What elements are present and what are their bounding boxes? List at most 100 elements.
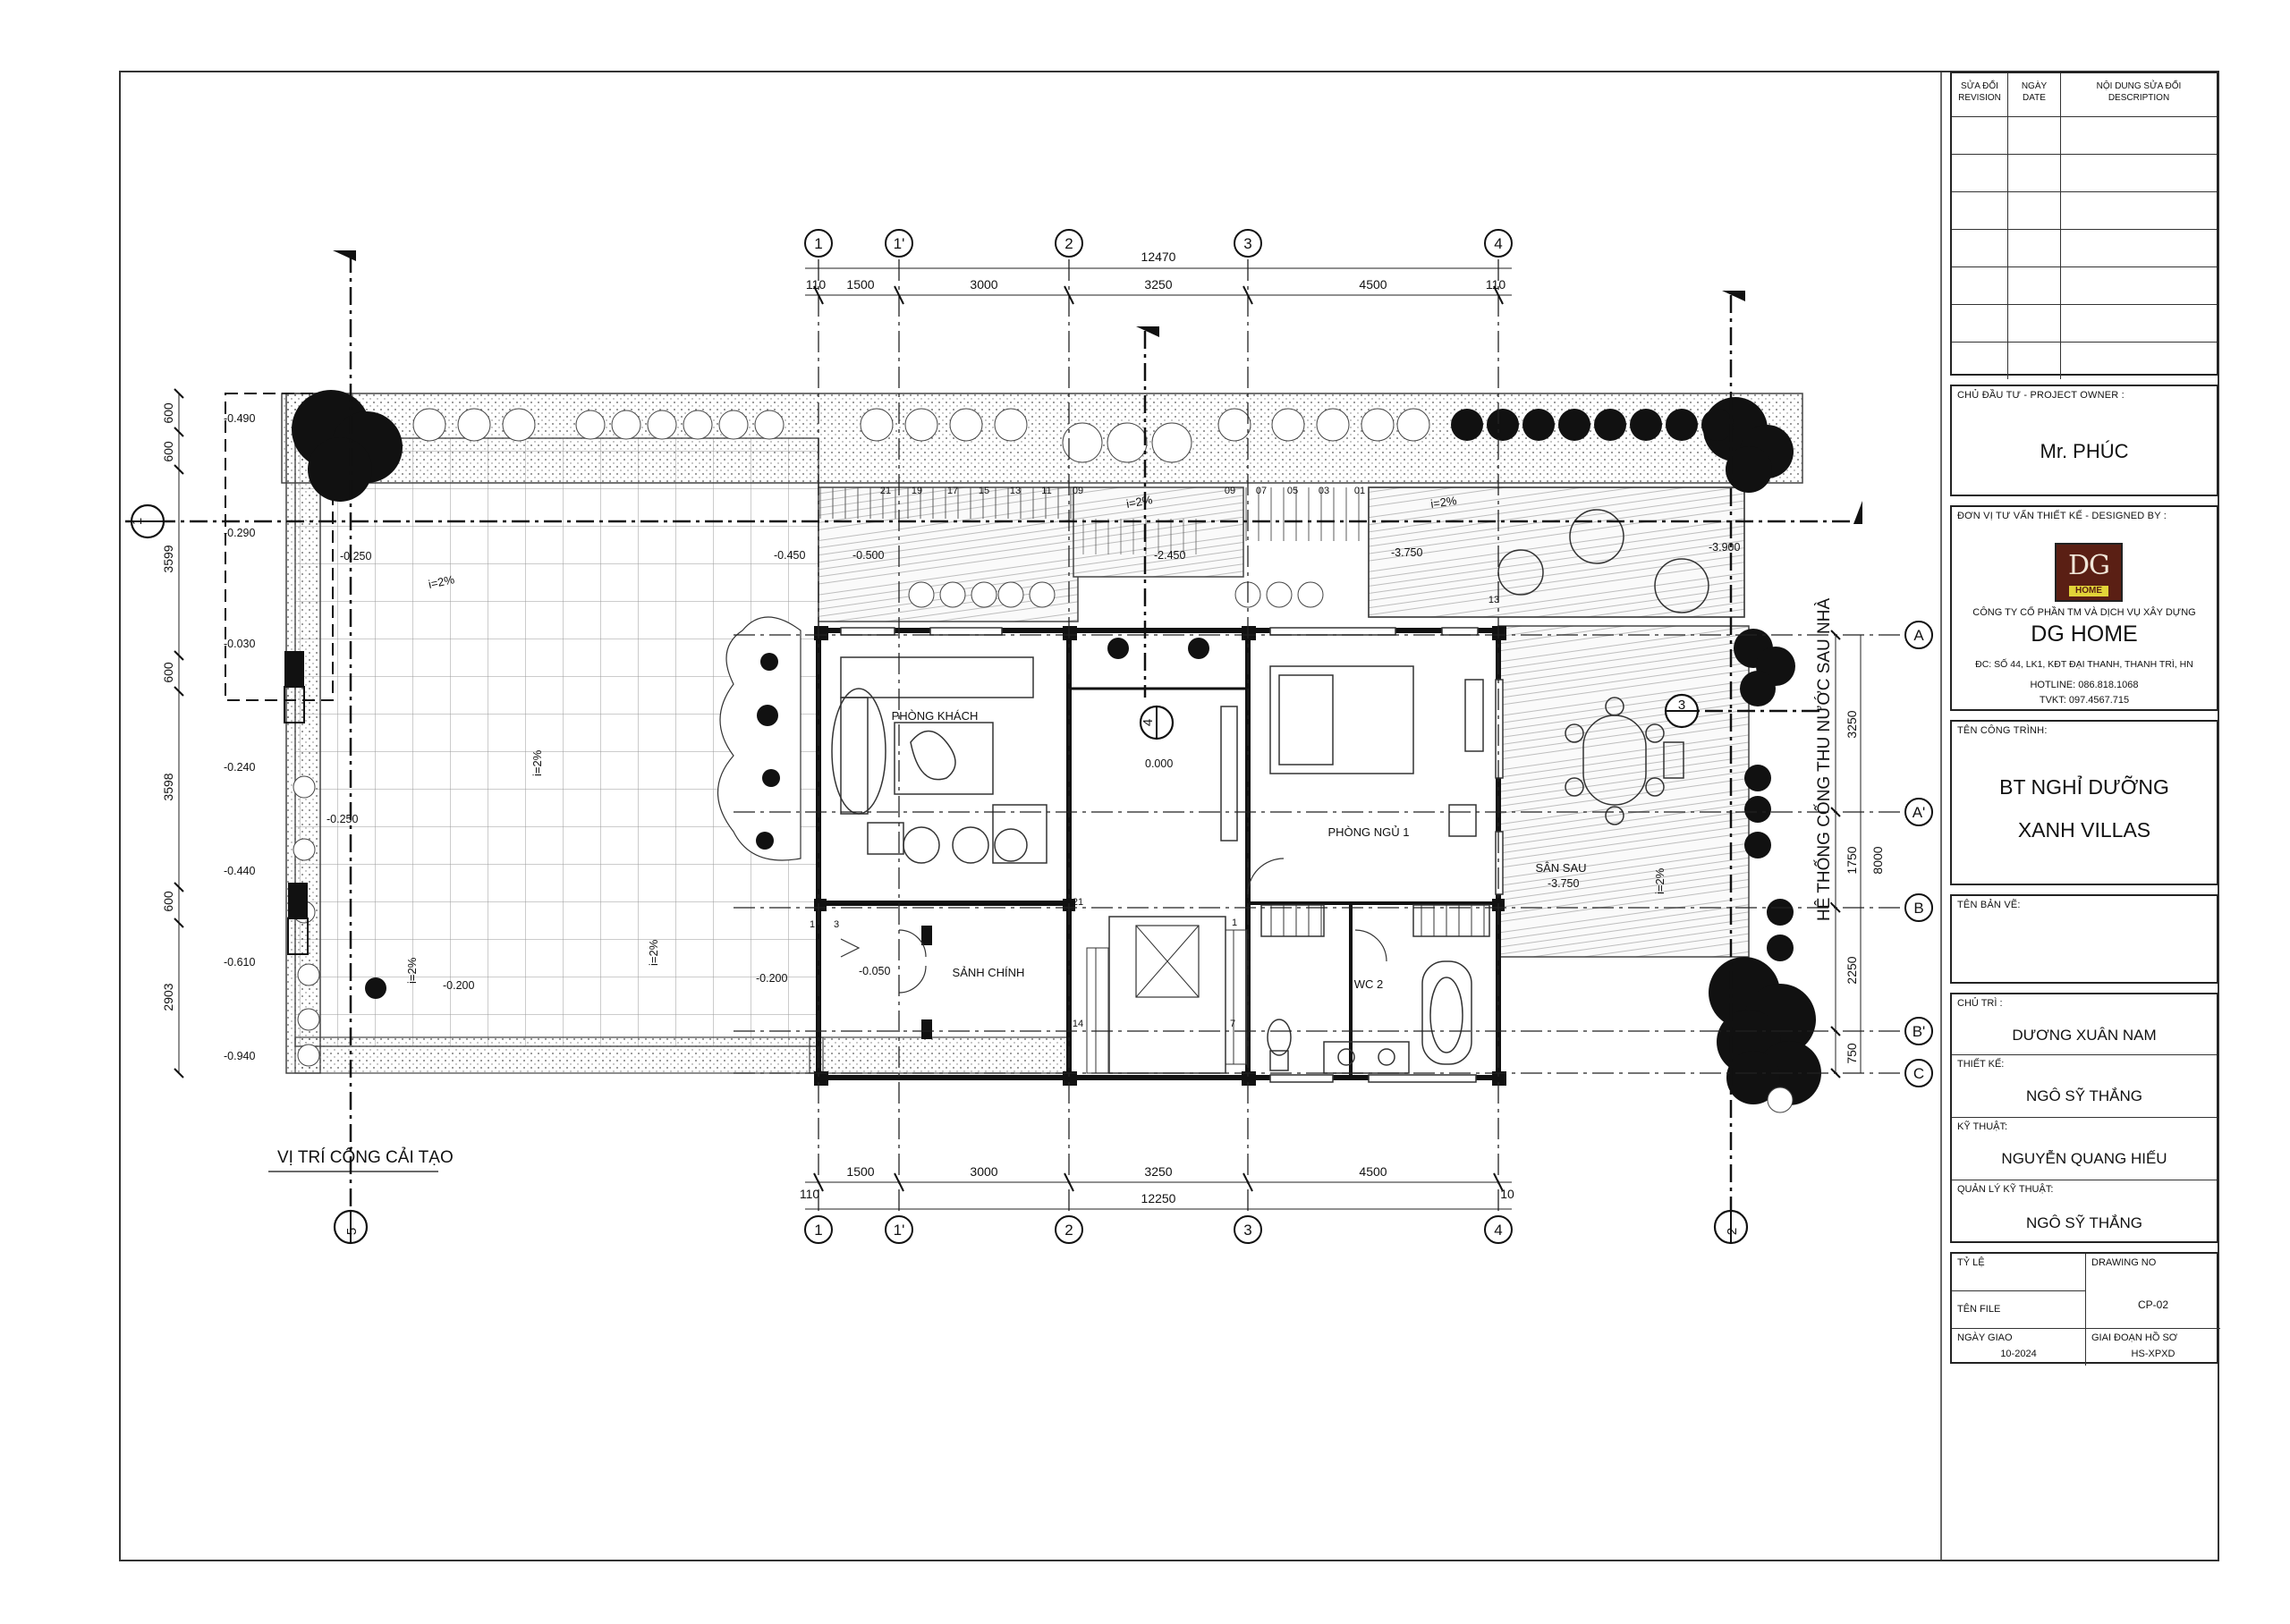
dim-top-part: 110: [806, 277, 827, 292]
level-mark: -0.290: [224, 527, 255, 539]
stair-number: 01: [1354, 486, 1365, 496]
dim-bottom-part: 3250: [1144, 1164, 1172, 1179]
dim-left: 2903: [161, 983, 175, 1011]
room-wc: WC 2: [1354, 977, 1384, 991]
dim-bottom-part: 1500: [846, 1164, 874, 1179]
scale-label: TỶ LỆ: [1957, 1257, 1985, 1268]
dim-top-part: 4500: [1359, 277, 1387, 292]
dim-left: 3599: [161, 545, 175, 572]
gate-note: VỊ TRÍ CỔNG CẢI TẠO: [277, 1147, 454, 1167]
stair-number: 13: [1010, 486, 1021, 496]
level-mark: -0.240: [224, 761, 255, 774]
level-mark: -0.200: [443, 979, 474, 992]
level-mark: -0.440: [224, 865, 255, 877]
level-mark: -0.490: [224, 412, 255, 425]
level-mark: -0.200: [756, 972, 787, 985]
dim-top-part: 1500: [846, 277, 874, 292]
level-mark: -0.050: [859, 965, 890, 977]
dim-bottom-part: 10: [1500, 1187, 1514, 1201]
room-rear-yard: SÂN SAU: [1535, 861, 1586, 875]
grid-top-3: 3: [1243, 235, 1251, 252]
tvkt: TVKT: 097.4567.715: [2039, 695, 2130, 706]
dim-top-total: 12470: [1141, 250, 1176, 264]
stair-number: 09: [1073, 486, 1083, 496]
level-mark: -0.250: [327, 813, 358, 825]
grid-right-c: C: [1913, 1065, 1924, 1082]
grid-top-1: 1: [814, 235, 822, 252]
dim-bottom-part: 110: [800, 1187, 820, 1201]
qa-label: QUẢN LÝ KỸ THUẬT:: [1957, 1184, 2054, 1195]
drawing-no: CP-02: [2137, 1298, 2168, 1311]
rev-row: [1952, 267, 2217, 305]
stair-number: 21: [1073, 897, 1083, 908]
rev-col-revision: SỬA ĐỔI REVISION: [1952, 73, 2008, 116]
qa-name: NGÔ SỸ THẮNG: [2025, 1214, 2143, 1231]
section-marker: 4: [1141, 719, 1156, 726]
revision-table: SỬA ĐỔI REVISION NGÀY DATE NỘI DUNG SỬA …: [1950, 72, 2218, 379]
dim-right: 750: [1845, 1043, 1859, 1064]
grid-bottom-1p: 1': [894, 1222, 905, 1239]
rev-row: [1952, 305, 2217, 343]
level-mark: -0.030: [224, 638, 255, 650]
dim-top-part: 3000: [970, 277, 997, 292]
section-marker: 2: [1725, 1228, 1740, 1235]
project-line1: BT NGHỈ DƯỠNG: [1999, 775, 2169, 799]
owner-box: CHỦ ĐẦU TƯ - PROJECT OWNER : Mr. PHÚC: [1950, 385, 2218, 496]
level-mark: -0.250: [340, 550, 371, 562]
stair-number: 13: [1488, 595, 1499, 605]
stair-number: 7: [1230, 1019, 1235, 1029]
grid-bottom-3: 3: [1243, 1222, 1251, 1239]
slope-label: i=2%: [1653, 867, 1667, 894]
drawing-no-label: DRAWING NO: [2091, 1257, 2157, 1268]
dim-right: 1750: [1845, 846, 1859, 874]
grid-top-1p: 1': [894, 235, 905, 252]
slope-label: i=2%: [405, 957, 419, 984]
grid-bottom-2: 2: [1064, 1222, 1073, 1239]
designer-label: ĐƠN VỊ TƯ VẤN THIẾT KẾ - DESIGNED BY :: [1957, 511, 2167, 521]
level-mark: -3.900: [1709, 541, 1740, 554]
stair-number: 17: [947, 486, 958, 496]
level-mark: -0.610: [224, 956, 255, 968]
stair-number: 15: [979, 486, 989, 496]
level-mark: -2.450: [1154, 549, 1185, 562]
issue-date: 10-2024: [2000, 1349, 2037, 1359]
dim-left: 600: [161, 402, 175, 424]
dim-right: 3250: [1845, 710, 1859, 738]
grid-top-4: 4: [1494, 235, 1502, 252]
sheet-info-box: TỶ LỆ DRAWING NO CP-02 TÊN FILE NGÀY GIA…: [1950, 1252, 2220, 1366]
slope-label: i=2%: [647, 939, 660, 966]
dg-home-logo: DG HOME: [2055, 543, 2123, 602]
phase-label: GIAI ĐOẠN HỒ SƠ: [2091, 1332, 2178, 1343]
stair-number: 09: [1225, 486, 1235, 496]
grid-right-b-prime: B': [1913, 1023, 1926, 1040]
chief-label: CHỦ TRÌ :: [1957, 998, 2003, 1009]
dim-left: 3598: [161, 773, 175, 800]
stair-number: 3: [834, 919, 839, 930]
tech-name: NGUYỄN QUANG HIẾU: [2001, 1150, 2167, 1167]
design-label: THIẾT KẾ:: [1957, 1059, 2005, 1070]
stair-number: 19: [912, 486, 922, 496]
stair-number: 03: [1319, 486, 1329, 496]
stair-number: 11: [1041, 486, 1051, 496]
tech-label: KỸ THUẬT:: [1957, 1121, 2008, 1132]
rev-row: [1952, 155, 2217, 192]
section-marker: 5: [344, 1228, 360, 1235]
drawing-name-label: TÊN BẢN VẼ:: [1957, 900, 2021, 910]
dim-bottom-part: 3000: [970, 1164, 997, 1179]
dim-top-part: 110: [1486, 277, 1506, 292]
company-line: CÔNG TY CỔ PHẦN TM VÀ DỊCH VỤ XÂY DỰNG: [1972, 607, 2196, 618]
logo-text: DG: [2067, 550, 2110, 581]
owner-label: CHỦ ĐẦU TƯ - PROJECT OWNER :: [1957, 390, 2125, 401]
stair-number: 1: [1232, 918, 1237, 928]
logo-sub: HOME: [2069, 586, 2108, 596]
project-line2: XANH VILLAS: [2017, 818, 2151, 842]
room-bedroom: PHÒNG NGỦ 1: [1327, 825, 1409, 839]
slope-label: i=2%: [530, 749, 544, 776]
hotline: HOTLINE: 086.818.1068: [2030, 680, 2139, 690]
section-marker: 3: [1678, 698, 1685, 713]
level-mark: 0.000: [1145, 757, 1173, 770]
chief-name: DƯƠNG XUÂN NAM: [2012, 1027, 2157, 1044]
rev-row: [1952, 343, 2217, 379]
